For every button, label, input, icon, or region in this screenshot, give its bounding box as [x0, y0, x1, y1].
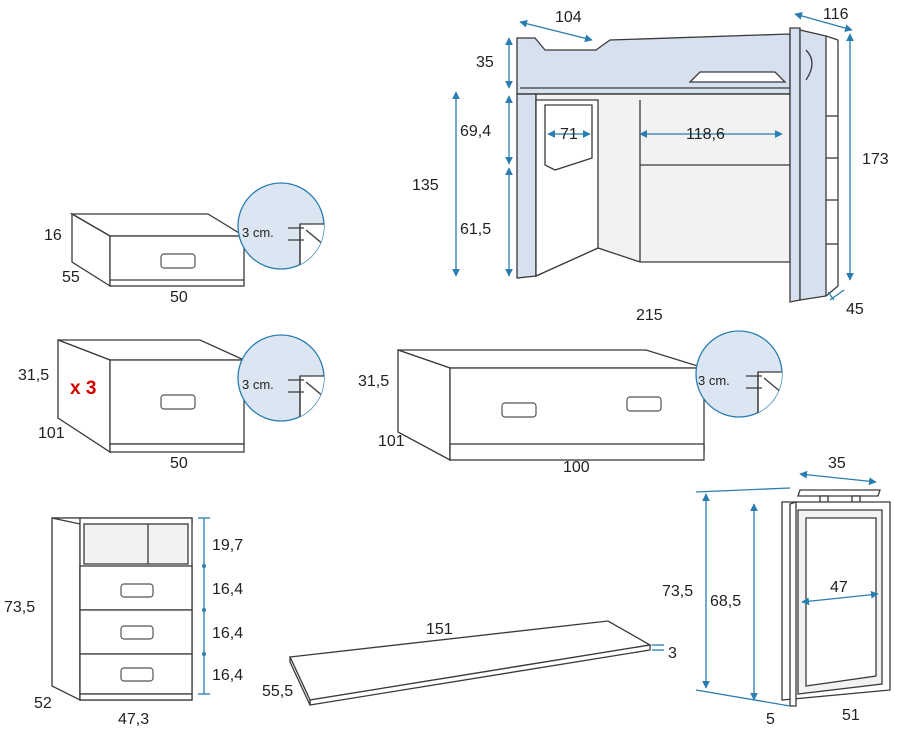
- dim-bed-104: 104: [555, 9, 582, 26]
- dim-large-101: 101: [378, 433, 405, 450]
- dim-bed-173: 173: [862, 151, 889, 168]
- dim-chest-16-4-b: 16,4: [212, 625, 243, 642]
- bed-left-post: [516, 93, 537, 279]
- drawer-handle: [160, 253, 196, 269]
- dim-chest-19-7: 19,7: [212, 537, 243, 554]
- bed-ladder-side: [799, 29, 827, 301]
- drawer-handle: [626, 396, 662, 412]
- dim-bed-71: 71: [560, 126, 578, 143]
- drawer-handle: [120, 625, 154, 640]
- dim-leg-68-5: 68,5: [710, 593, 741, 610]
- small-drawer: 16 55 50 3 cm.: [44, 182, 325, 306]
- dim-small-16: 16: [44, 227, 62, 244]
- dim-leg-51: 51: [842, 707, 860, 724]
- bed-left-wing: [535, 99, 599, 278]
- desk-board: 151 55,5 3: [262, 620, 677, 706]
- dim-leg-35: 35: [828, 455, 846, 472]
- dim-leg-47: 47: [830, 579, 848, 596]
- dim-large-100: 100: [563, 459, 590, 476]
- dim-bed-118-6: 118,6: [686, 126, 725, 143]
- medium-drawer: 31,5 x 3 101 50 3 cm.: [18, 334, 325, 472]
- chest-of-drawers: 19,7 16,4 16,4 16,4 73,5 52 47,3: [4, 517, 243, 728]
- dim-bed-69-4: 69,4: [460, 123, 491, 140]
- large-drawer: 31,5 101 100 3 cm.: [358, 330, 783, 476]
- drawer-handle: [120, 667, 154, 682]
- quantity-badge: x 3: [70, 378, 96, 399]
- drawer-handle: [501, 402, 537, 418]
- detail-3cm-1: 3 cm.: [242, 225, 274, 240]
- dim-medium-50: 50: [170, 455, 188, 472]
- dim-bed-215: 215: [636, 307, 663, 324]
- detail-3cm-3: 3 cm.: [698, 373, 730, 388]
- dim-bed-35: 35: [476, 54, 494, 71]
- dim-medium-31-5: 31,5: [18, 367, 49, 384]
- dim-bed-135: 135: [412, 177, 439, 194]
- dim-board-3: 3: [668, 645, 677, 662]
- bed-right-post: [789, 27, 801, 303]
- drawer-handle: [160, 394, 196, 410]
- dim-board-55-5: 55,5: [262, 683, 293, 700]
- dim-chest-47-3: 47,3: [118, 711, 149, 728]
- mattress-edge: [688, 71, 787, 83]
- dim-small-50: 50: [170, 289, 188, 306]
- dim-leg-73-5: 73,5: [662, 583, 693, 600]
- drawer-handle: [120, 583, 154, 598]
- dim-medium-101: 101: [38, 425, 65, 442]
- desk-leg-frame: 35 73,5 68,5 47 5 51: [662, 455, 891, 728]
- dim-small-55: 55: [62, 269, 80, 286]
- dim-chest-52: 52: [34, 695, 52, 712]
- dim-board-151: 151: [426, 621, 453, 638]
- dim-chest-73-5: 73,5: [4, 599, 35, 616]
- dim-bed-45: 45: [846, 301, 864, 318]
- dim-chest-16-4-c: 16,4: [212, 667, 243, 684]
- dim-leg-5: 5: [766, 711, 775, 728]
- loft-bed: 104 116 35 173 45 215 135 69,4 61,5 71 1…: [412, 6, 889, 324]
- bed-top-panel: [516, 33, 791, 95]
- leg-top-bar: [797, 489, 881, 497]
- dim-large-31-5: 31,5: [358, 373, 389, 390]
- detail-3cm-2: 3 cm.: [242, 377, 274, 392]
- dim-bed-116: 116: [823, 6, 849, 23]
- dim-chest-16-4-a: 16,4: [212, 581, 243, 598]
- dim-bed-61-5: 61,5: [460, 221, 491, 238]
